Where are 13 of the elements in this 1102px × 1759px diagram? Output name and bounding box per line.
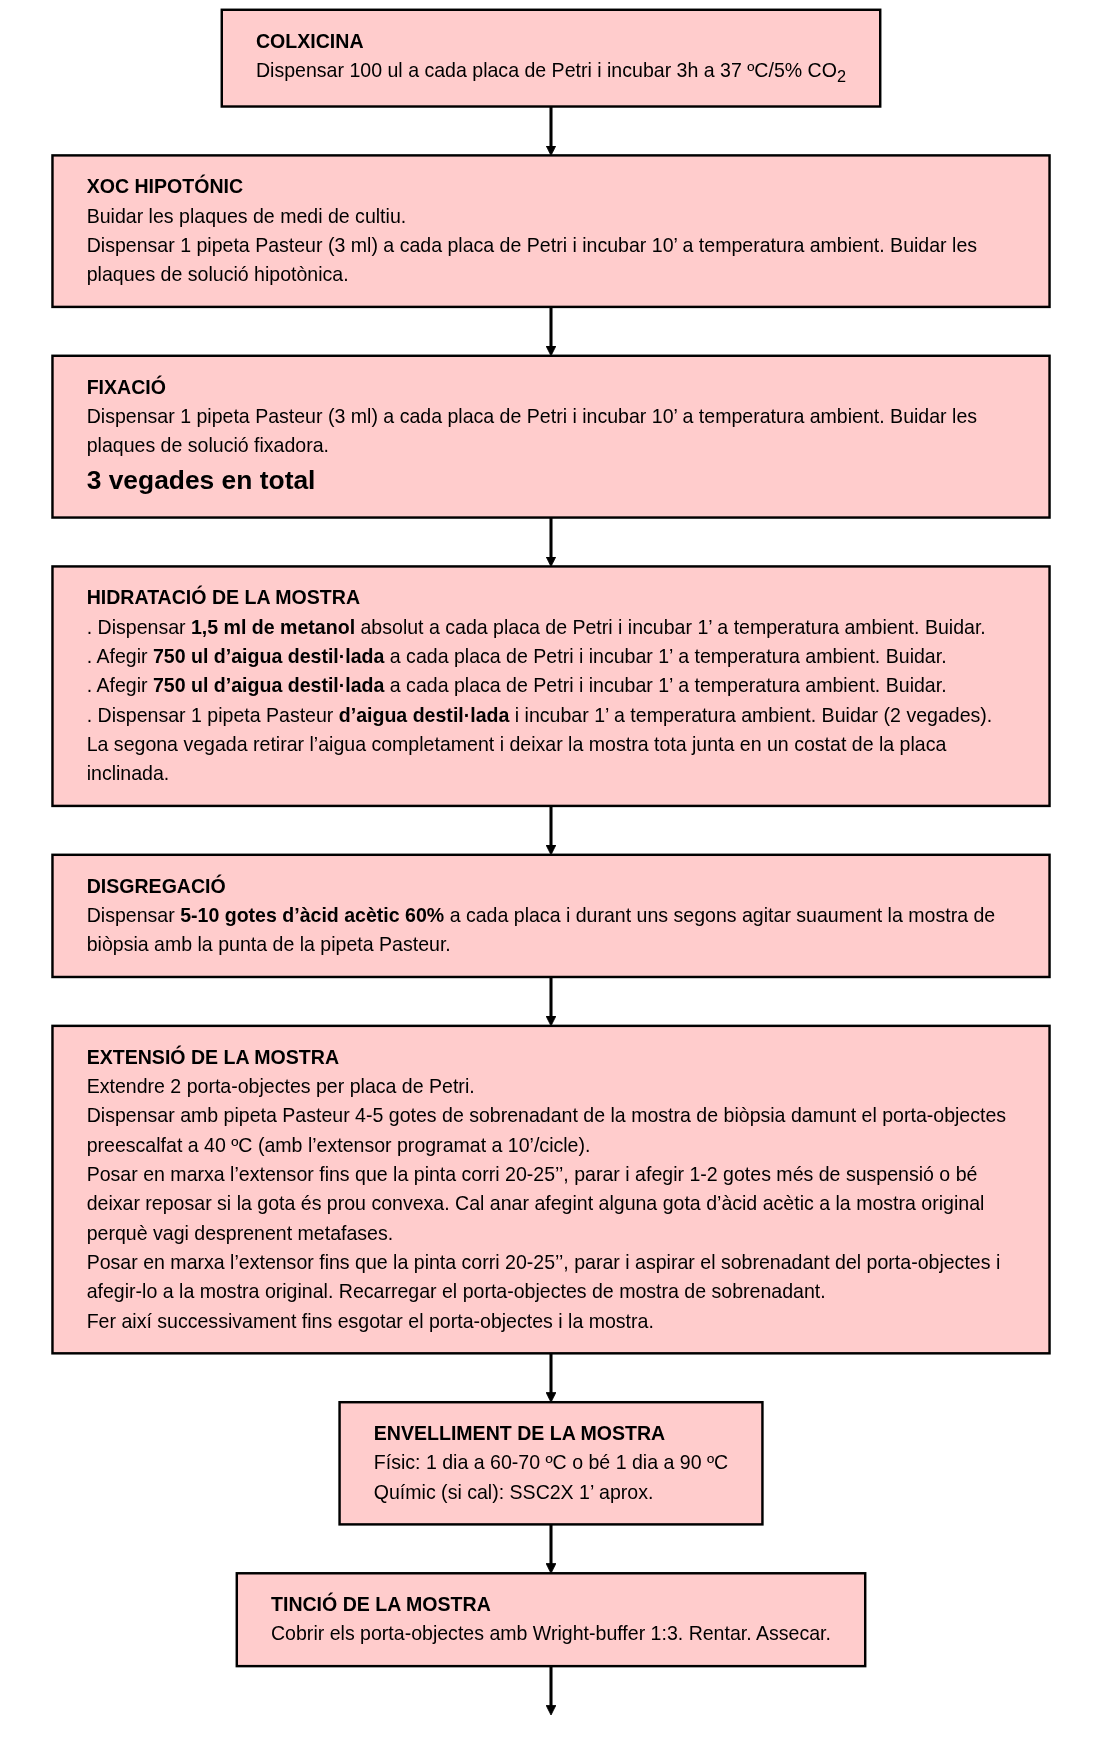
arrow [545,1524,557,1574]
arrow [545,1666,557,1716]
node-box: HIDRATACIÓ DE LA MOSTRA . Dispensar 1,5 ml de metanol absolut a cada placa de Petri i incubar 1’ a temperatura ambient. Buidar. . Afegir 750 ul d’aigua destil·lada a cada placa de Petri i incubar 1’ a temperatura ambient. Buidar. . Afegir 750 ul d’aigua destil·lada a cada placa de Petri i incubar 1’ a temperatura ambient. Buidar. . Dispensar 1 pipeta Pasteur d’aigua destil·lada i incubar 1’ a temperatura ambient. Buidar (2 vegades). La segona vegada retirar l’aigua completament i deixar la mostra tota junta en un costat de la placa inclinada. [51,565,1051,808]
node-box: TINCIÓ DE LA MOSTRA Cobrir els porta-objectes amb Wright-buffer 1:3. Rentar. Assecar. [235,1572,867,1668]
node-box: XOC HIPOTÓNIC Buidar les plaques de medi de cultiu. Dispensar 1 pipeta Pasteur (3 ml) a cada placa de Petri i incubar 10’ a temperatura ambient. Buidar les plaques de solució hipotònica. [51,154,1051,309]
node-box: FIXACIÓ Dispensar 1 pipeta Pasteur (3 ml) a cada placa de Petri i incubar 10’ a temperatura ambient. Buidar les plaques de solució fixadora. 3 vegades en total [51,354,1051,519]
node-box: EXTENSIÓ DE LA MOSTRA Extendre 2 porta-objectes per placa de Petri. Dispensar amb pipeta Pasteur 4-5 gotes de sobrenadant de la mostra de biòpsia damunt el porta-objectes preescalfat a 40 ºC (amb l’extensor programat a 10’/cicle). Posar en marxa l’extensor fins que la pinta corri 20-25’’, parar i afegir 1-2 gotes més de suspensió o bé deixar reposar si la gota és prou convexa. Cal anar afegint alguna gota d’àcid acètic a la mostra original perquè vagi desprenent metafases. Posar en marxa l’extensor fins que la pinta corri 20-25’’, parar i aspirar el sobrenadant del porta-objectes i afegir-lo a la mostra original. Recarregar el porta-objectes de mostra de sobrenadant. Fer així successivament fins esgotar el porta-objectes i la mostra. [51,1024,1051,1355]
arrow [545,1353,557,1403]
node-box: ENVELLIMENT DE LA MOSTRA Físic: 1 dia a 60-70 ºC o bé 1 dia a 90 ºC Químic (si cal): SSC2X 1’ aprox. [338,1401,764,1526]
node-box: COLXICINA Dispensar 100 ul a cada placa de Petri i incubar 3h a 37 ºC/5% CO$_{2}$ [220,8,882,108]
node-box: DISGREGACIÓ Dispensar 5-10 gotes d’àcid acètic 60% a cada placa i durant uns segons agitar suaument la mostra de biòpsia amb la punta de la pipeta Pasteur. [51,853,1051,979]
arrow [545,517,557,567]
arrow [545,106,557,156]
